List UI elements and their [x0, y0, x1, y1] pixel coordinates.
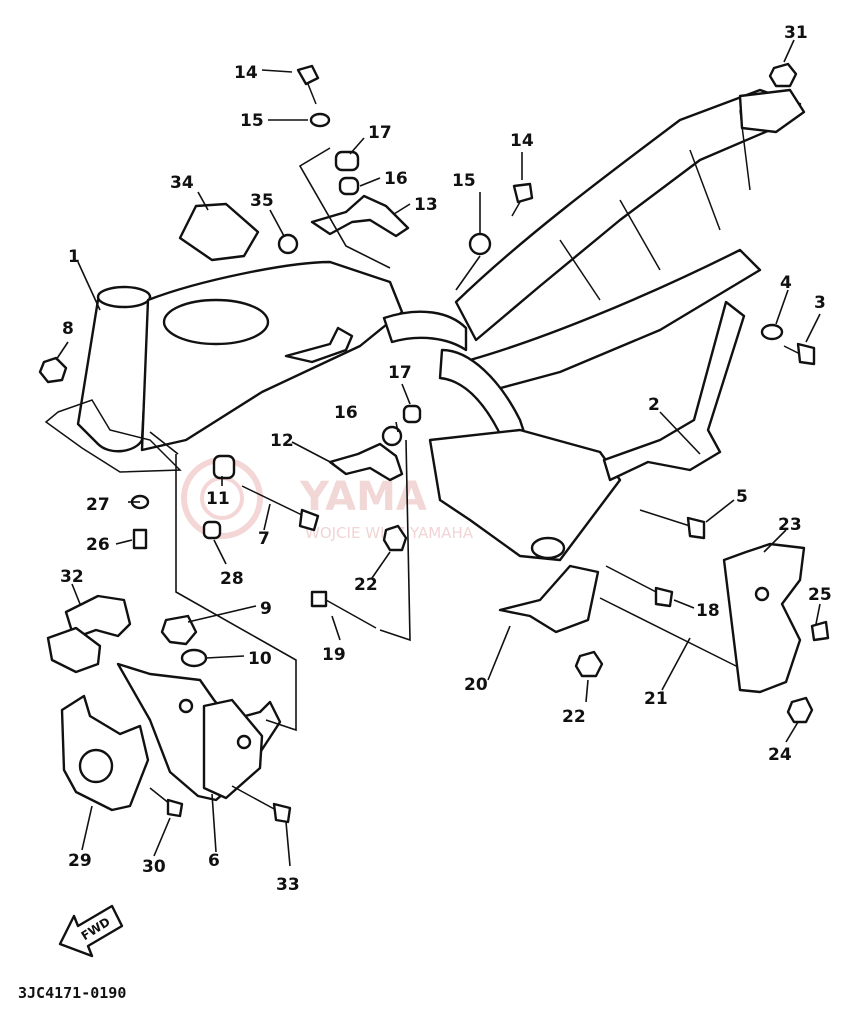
callout-32: 32 — [60, 567, 84, 587]
callout-10: 10 — [248, 649, 272, 669]
callout-30: 30 — [142, 857, 166, 877]
callout-3: 3 — [814, 293, 826, 313]
callout-6: 6 — [208, 851, 220, 871]
callout-17-mid: 17 — [388, 363, 412, 383]
spar-opening — [162, 298, 270, 346]
callout-34: 34 — [170, 173, 194, 193]
callout-20: 20 — [464, 675, 488, 695]
watermark: YAMA WOJCIE WICZ YAMAHA — [181, 457, 474, 542]
callout-14-top: 14 — [234, 63, 258, 83]
callout-5: 5 — [736, 487, 748, 507]
callout-18: 18 — [696, 601, 720, 621]
fwd-arrow: FWD — [58, 904, 124, 958]
callout-12: 12 — [270, 431, 294, 451]
callout-35: 35 — [250, 191, 274, 211]
guard-6-arm — [202, 698, 264, 800]
callout-27: 27 — [86, 495, 110, 515]
rear-frame-2 — [602, 300, 746, 482]
bracket-32-lower — [46, 626, 102, 674]
callout-9: 9 — [260, 599, 272, 619]
callout-31: 31 — [784, 23, 808, 43]
mount-boss — [530, 536, 566, 560]
callout-24: 24 — [768, 745, 792, 765]
callout-14-right: 14 — [510, 131, 534, 151]
callout-15-right: 15 — [452, 171, 476, 191]
callout-8: 8 — [62, 319, 74, 339]
watermark-title: YAMA — [299, 474, 427, 520]
head-pipe-top — [96, 285, 152, 309]
callout-7: 7 — [258, 529, 270, 549]
main-spar — [140, 260, 404, 452]
callout-2: 2 — [648, 395, 660, 415]
callout-16-mid: 16 — [334, 403, 358, 423]
callout-1: 1 — [68, 247, 80, 267]
diagram-code: 3JC4171-0190 — [18, 984, 126, 1002]
head-pipe — [76, 287, 152, 453]
callout-22-mid: 22 — [354, 575, 378, 595]
callout-19: 19 — [322, 645, 346, 665]
callout-13: 13 — [414, 195, 438, 215]
leader-lines — [55, 39, 821, 867]
callout-28: 28 — [220, 569, 244, 589]
guard-assembly — [46, 594, 292, 824]
callout-22-right: 22 — [562, 707, 586, 727]
rear-rail-upper — [454, 88, 802, 342]
callout-11: 11 — [206, 489, 230, 509]
callouts: 1 2 3 4 5 6 7 8 9 10 11 12 13 14 14 15 1… — [60, 23, 832, 895]
rear-bracket — [738, 88, 806, 134]
callout-21: 21 — [644, 689, 668, 709]
callout-29: 29 — [68, 851, 92, 871]
callout-17-top: 17 — [368, 123, 392, 143]
rear-rail-lower — [468, 248, 762, 394]
callout-16-top: 16 — [384, 169, 408, 189]
hardware — [38, 62, 830, 724]
lower-mount — [428, 428, 622, 562]
callout-33: 33 — [276, 875, 300, 895]
callout-15-top: 15 — [240, 111, 264, 131]
main-frame — [44, 88, 806, 562]
callout-25: 25 — [808, 585, 832, 605]
callout-26: 26 — [86, 535, 110, 555]
fwd-arrow-icon — [58, 904, 124, 958]
spar-cutout — [284, 326, 354, 364]
cross-tube — [382, 310, 468, 352]
callout-23: 23 — [778, 515, 802, 535]
callout-4: 4 — [780, 273, 792, 293]
